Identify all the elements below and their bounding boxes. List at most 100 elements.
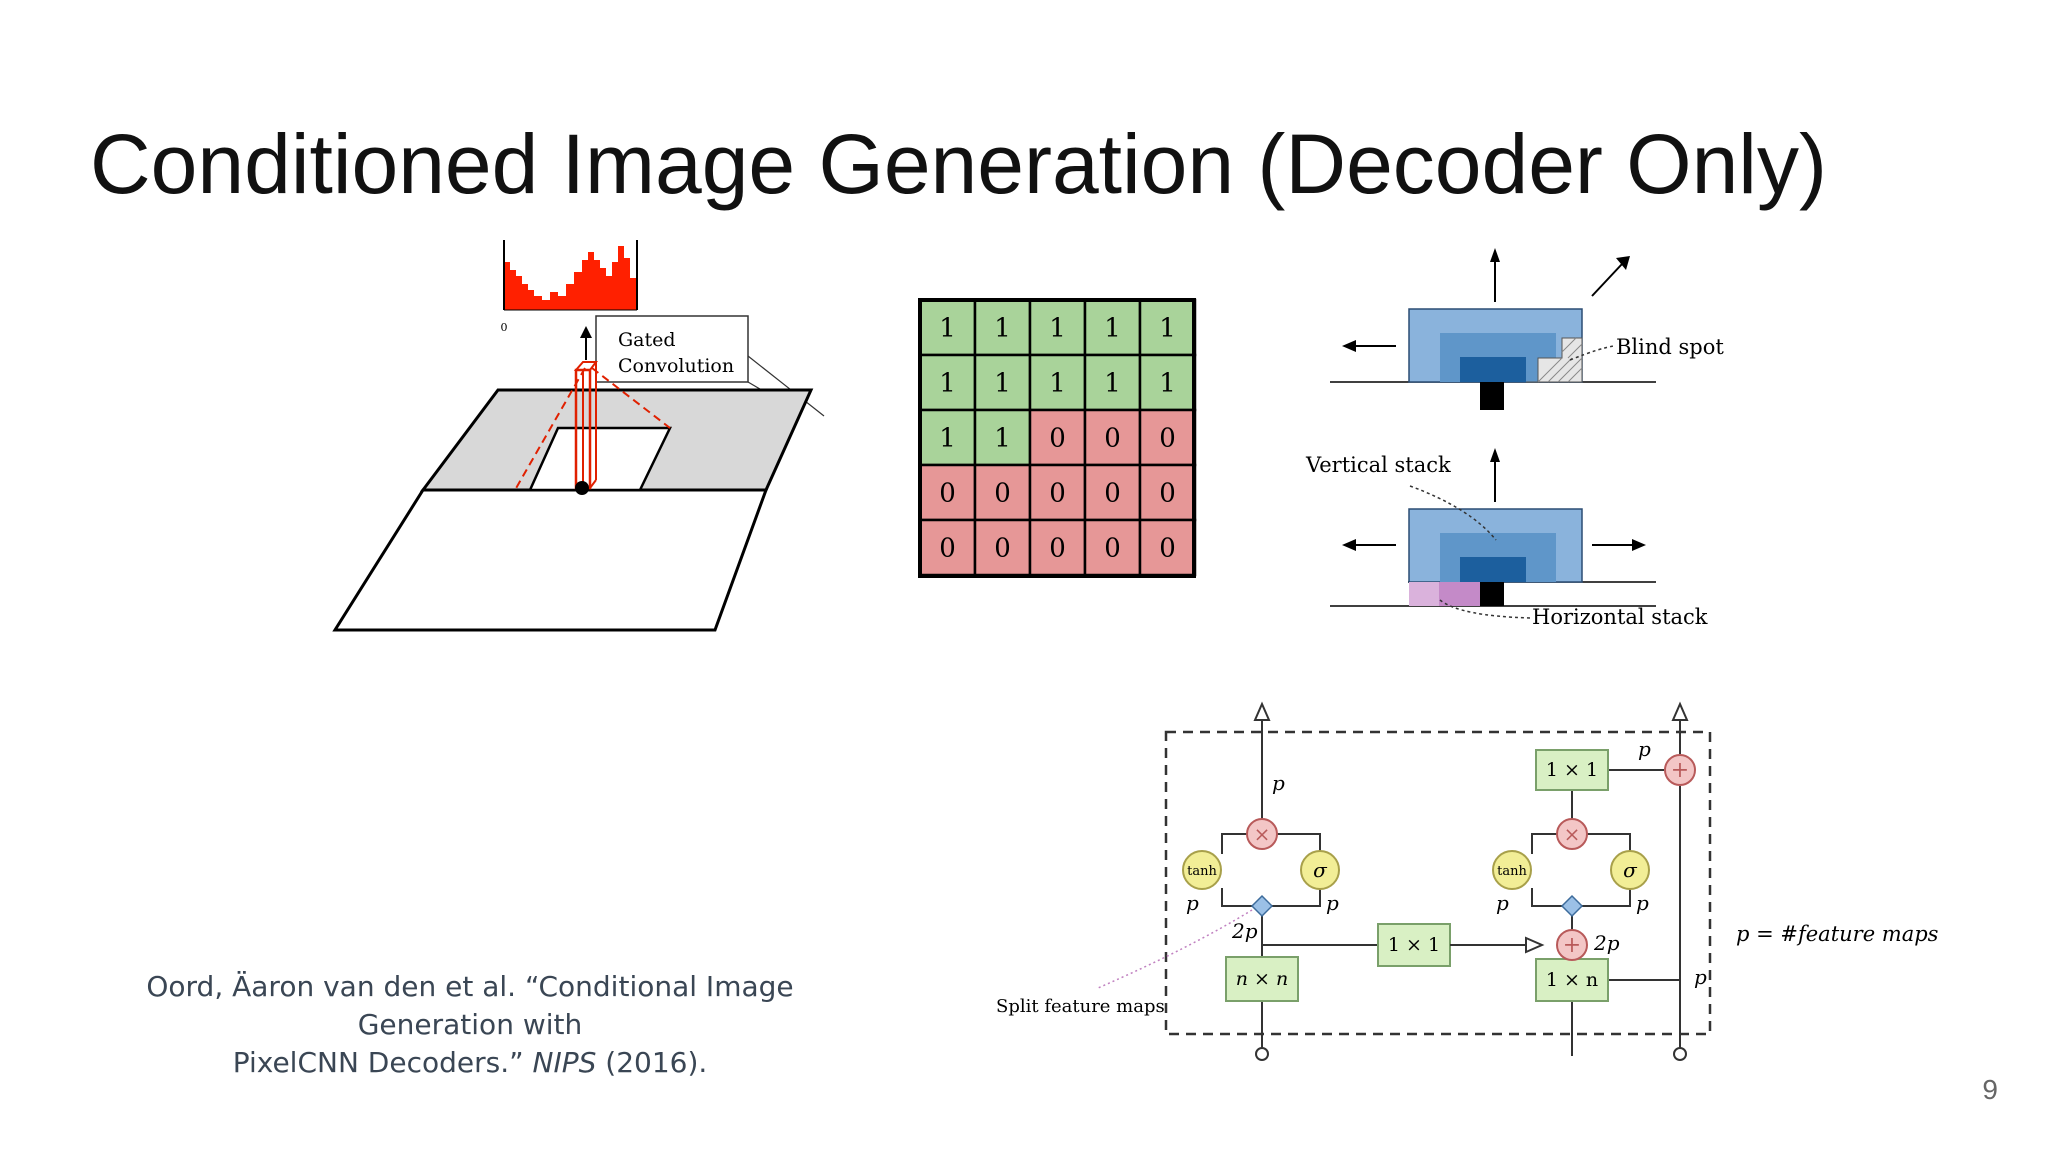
multiply-node-left: × (1246, 818, 1278, 850)
mask-cell-value: 0 (1104, 479, 1121, 509)
mask-grid-border (918, 298, 1196, 578)
citation-line-2-text: PixelCNN Decoders.” (232, 1046, 533, 1079)
mask-cell-value: 0 (1159, 534, 1176, 564)
mask-cell (1083, 353, 1142, 412)
mask-cell (1028, 463, 1087, 522)
vertical-branch (1221, 716, 1378, 1056)
p-label: p (1694, 965, 1707, 989)
input-terminal-right (1673, 1047, 1687, 1061)
arrow-up-right-icon (1591, 256, 1630, 297)
gated-convolution-figure: 0 255 Gated Convolution (332, 240, 825, 632)
mask-cell-value: 1 (994, 424, 1011, 454)
split-diamond-icon (1560, 894, 1584, 918)
sigmoid-gate-left: σ (1300, 850, 1340, 890)
citation-venue: NIPS (532, 1046, 597, 1079)
output-arrow-right-icon (1671, 701, 1689, 721)
blind-spot-hatch (1526, 337, 1583, 383)
callout-line-2: Convolution (618, 355, 734, 377)
receptive-window (528, 426, 672, 492)
mask-cell-value: 1 (1049, 314, 1066, 344)
conv-1x1-middle-box: 1 × 1 (1377, 923, 1451, 967)
mask-cell (973, 463, 1032, 522)
mask-cell-value: 1 (1104, 314, 1121, 344)
conv-1x1-label: 1 × 1 (1388, 934, 1440, 956)
split-diamond-icon (1250, 894, 1274, 918)
horizontal-stack-label: Horizontal stack (1532, 605, 1708, 629)
tanh-label: tanh (1497, 864, 1527, 879)
receptive-field-pillar (514, 361, 671, 491)
mask-cell-value: 1 (1159, 369, 1176, 399)
mask-cell-value: 0 (1049, 534, 1066, 564)
sigmoid-gate-right: σ (1610, 850, 1650, 890)
plane-lower-region (332, 488, 769, 632)
histogram-min-label: 0 (501, 321, 508, 334)
mask-cell (1083, 408, 1142, 467)
histogram-bars (505, 246, 636, 310)
two-p-label: 2p (1593, 931, 1620, 955)
mask-cell-value: 0 (1104, 424, 1121, 454)
plus-symbol: + (1671, 758, 1689, 783)
p-label: p (1272, 771, 1285, 795)
mask-cell (1138, 463, 1197, 522)
conv-1xn-box: 1 × n (1535, 958, 1609, 1002)
arrow-head-icon (1525, 936, 1545, 954)
conv-nxn-label: n × n (1236, 968, 1288, 990)
vertical-stack-label: Vertical stack (1305, 453, 1451, 477)
conv-nxn-box: n × n (1225, 956, 1299, 1002)
mask-cell-value: 0 (1159, 479, 1176, 509)
tanh-label: tanh (1187, 864, 1217, 879)
two-p-label: 2p (1231, 919, 1258, 943)
conv-1x1-top-box: 1 × 1 (1535, 749, 1609, 791)
mask-cell-value: 1 (1049, 369, 1066, 399)
page-number: 9 (1982, 1074, 1998, 1105)
p-label: p (1636, 891, 1649, 915)
block-boundary (1164, 730, 1712, 1036)
arrow-left-icon (1342, 539, 1396, 551)
mask-cell-value: 0 (939, 479, 956, 509)
blind-spot-label: Blind spot (1616, 335, 1724, 359)
plus-symbol: + (1563, 933, 1581, 958)
multiply-symbol: × (1564, 822, 1581, 846)
input-terminal-left (1255, 1047, 1269, 1061)
conv-1xn-label: 1 × n (1546, 969, 1598, 991)
output-arrow-left-icon (1253, 701, 1271, 721)
multiply-symbol: × (1254, 822, 1271, 846)
add-node-top: + (1664, 754, 1696, 786)
tanh-gate-right: tanh (1492, 850, 1532, 890)
add-node-middle: + (1556, 929, 1588, 961)
image-plane (332, 388, 814, 632)
mask-cell (1028, 353, 1087, 412)
p-label: p (1638, 737, 1651, 761)
stacks-figure: Blind spot Vertical (1305, 248, 1724, 629)
tanh-gate-left: tanh (1182, 850, 1222, 890)
blind-spot-panel: Blind spot (1330, 248, 1724, 410)
mask-cell-value: 1 (1104, 369, 1121, 399)
split-feature-maps-label: Split feature maps (996, 996, 1165, 1017)
mask-cell (1138, 518, 1197, 577)
sigma-label: σ (1623, 858, 1638, 882)
mask-cell-value: 0 (1159, 424, 1176, 454)
multiply-node-right: × (1556, 818, 1588, 850)
mask-cell-value: 0 (994, 479, 1011, 509)
mask-cell-value: 0 (994, 534, 1011, 564)
mask-cell-value: 0 (1104, 534, 1121, 564)
mask-cell (1083, 518, 1142, 577)
mask-cell-value: 0 (1049, 424, 1066, 454)
p-label: p (1326, 891, 1339, 915)
slide-title: Conditioned Image Generation (Decoder On… (90, 117, 1827, 211)
citation-year: (2016). (596, 1046, 708, 1079)
conv-1x1-label: 1 × 1 (1546, 759, 1598, 781)
gated-block-figure: n × n tanh σ × p p p 2p Split feature ma… (996, 701, 1939, 1061)
current-pixel-dot (575, 481, 589, 495)
feature-maps-legend: p = #feature maps (1736, 922, 1939, 946)
arrow-left-icon (1342, 340, 1396, 352)
up-arrow-icon (580, 326, 592, 360)
mask-cell-value: 1 (939, 369, 956, 399)
mask-cell (918, 518, 977, 577)
sigma-label: σ (1313, 858, 1328, 882)
citation: Oord, Äaron van den et al. “Conditional … (110, 968, 830, 1082)
mask-cell-value: 1 (994, 369, 1011, 399)
arrow-up-icon (1490, 448, 1500, 502)
